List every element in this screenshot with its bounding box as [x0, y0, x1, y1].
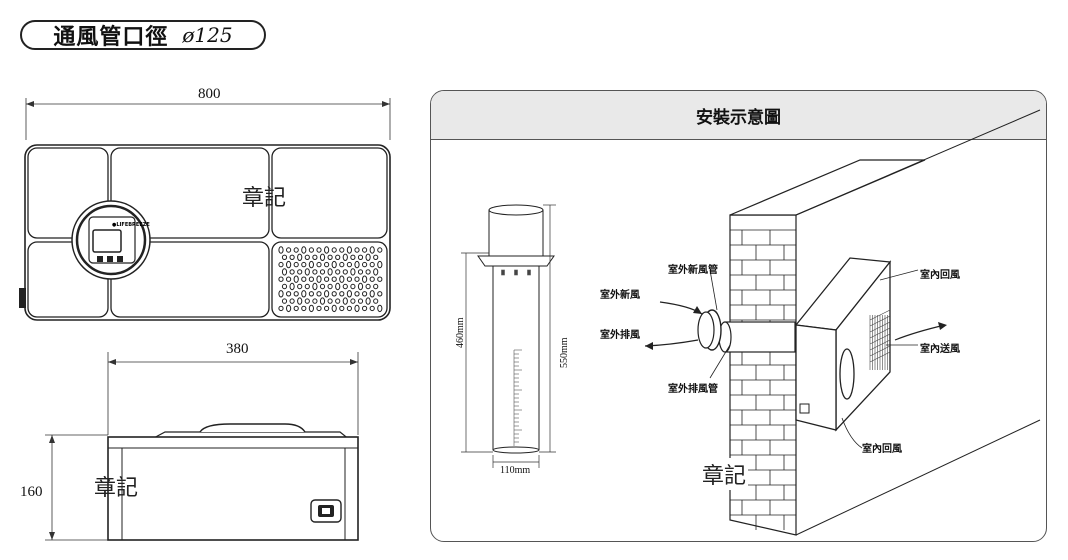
diameter-value: ø125 — [182, 23, 233, 47]
side-height-dimension: 160 — [20, 484, 43, 500]
label-indoor-return-bottom: 室內回風 — [862, 444, 902, 455]
side-view-stamp: 章記 — [94, 476, 139, 501]
label-indoor-return-top: 室內回風 — [920, 270, 960, 281]
installation-diagram-panel: 安裝示意圖 — [430, 90, 1047, 542]
label-outdoor-fresh-pipe: 室外新風管 — [668, 265, 718, 276]
pipe-length-550: 550mm — [559, 337, 570, 368]
label-outdoor-exhaust-pipe: 室外排風管 — [668, 384, 718, 395]
side-width-dimension: 380 — [226, 341, 249, 357]
installation-diagram-title: 安裝示意圖 — [431, 91, 1046, 140]
title-text: 通風管口徑 — [53, 25, 169, 50]
front-width-dimension: 800 — [198, 86, 221, 102]
front-view-stamp: 章記 — [242, 186, 287, 211]
label-outdoor-fresh: 室外新風 — [600, 290, 640, 301]
label-indoor-supply: 室內送風 — [920, 344, 960, 355]
duct-diameter-title: 通風管口徑 ø125 — [20, 20, 266, 50]
pipe-length-460: 460mm — [455, 317, 466, 348]
install-panel-stamp: 章記 — [700, 458, 749, 490]
svg-text:●LIFEBREEZE: ●LIFEBREEZE — [112, 222, 150, 228]
label-outdoor-exhaust: 室外排風 — [600, 330, 640, 341]
pipe-diameter-110: 110mm — [500, 465, 531, 476]
